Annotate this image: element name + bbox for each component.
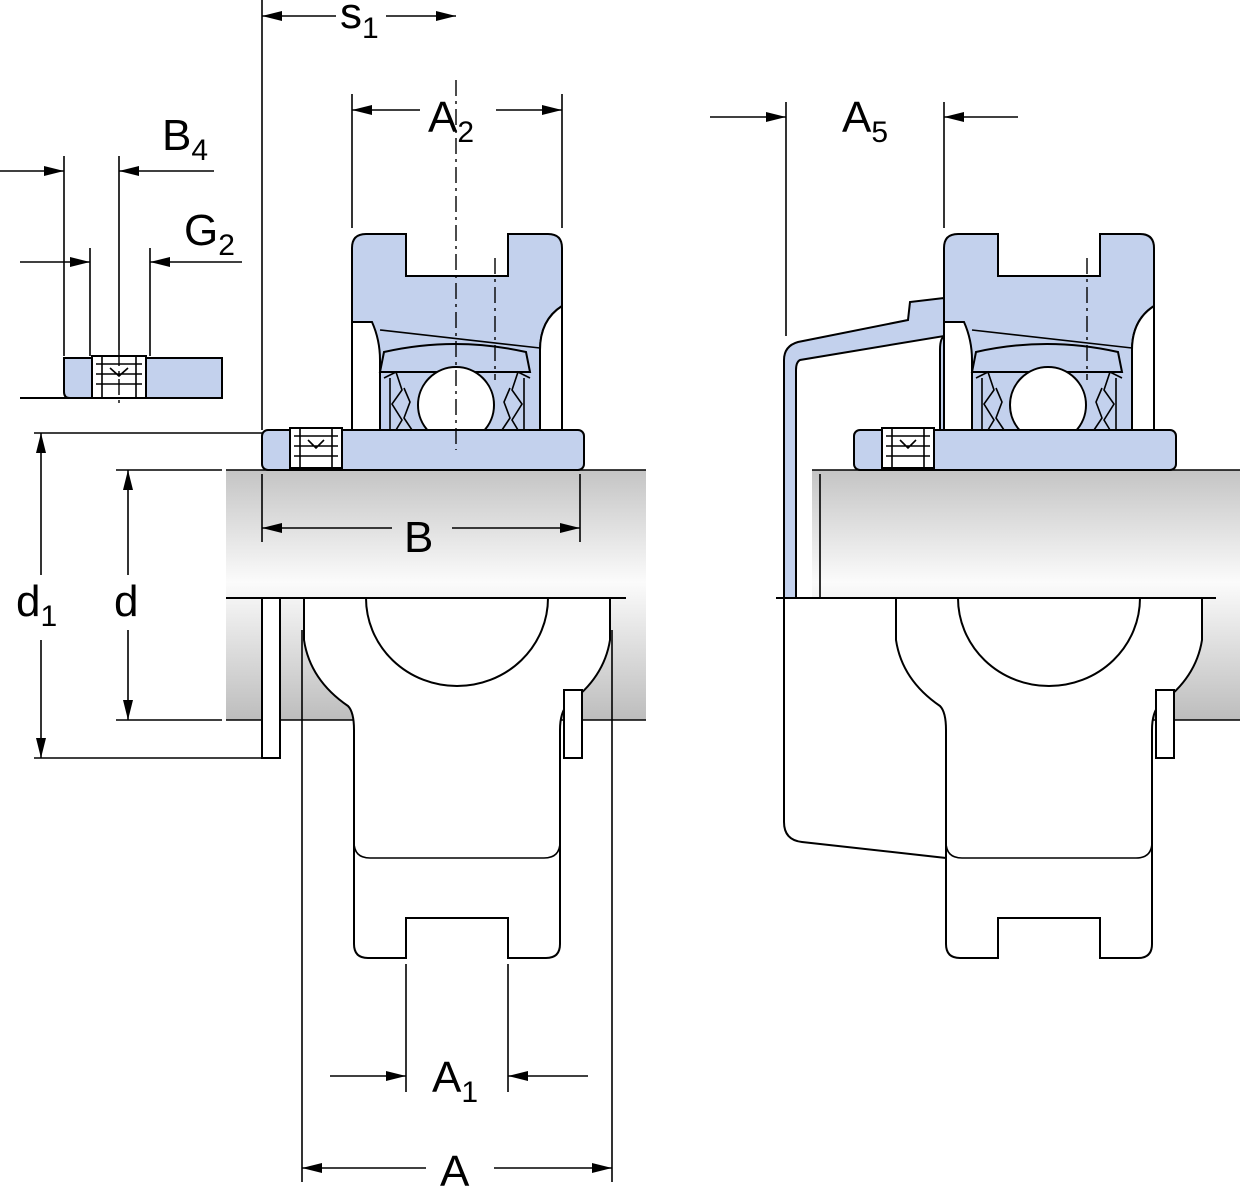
label-s1: s1 [340, 0, 379, 45]
left-view [226, 80, 646, 959]
label-A1: A1 [432, 1053, 478, 1109]
label-A: A [440, 1147, 470, 1192]
label-G2: G2 [184, 206, 235, 262]
collar-detail-inset [20, 350, 223, 404]
label-B4: B4 [162, 111, 208, 167]
dimension-lines [0, 0, 1018, 1182]
inner-ring-left [378, 343, 532, 373]
label-d1: d1 [16, 577, 57, 633]
right-view [776, 233, 1240, 959]
label-d: d [114, 577, 138, 626]
label-B: B [404, 513, 433, 562]
label-A5: A5 [842, 93, 888, 149]
label-A2: A2 [428, 93, 474, 149]
dimension-labels: s1 A2 B4 G2 A5 B d1 d A1 A [16, 0, 888, 1192]
